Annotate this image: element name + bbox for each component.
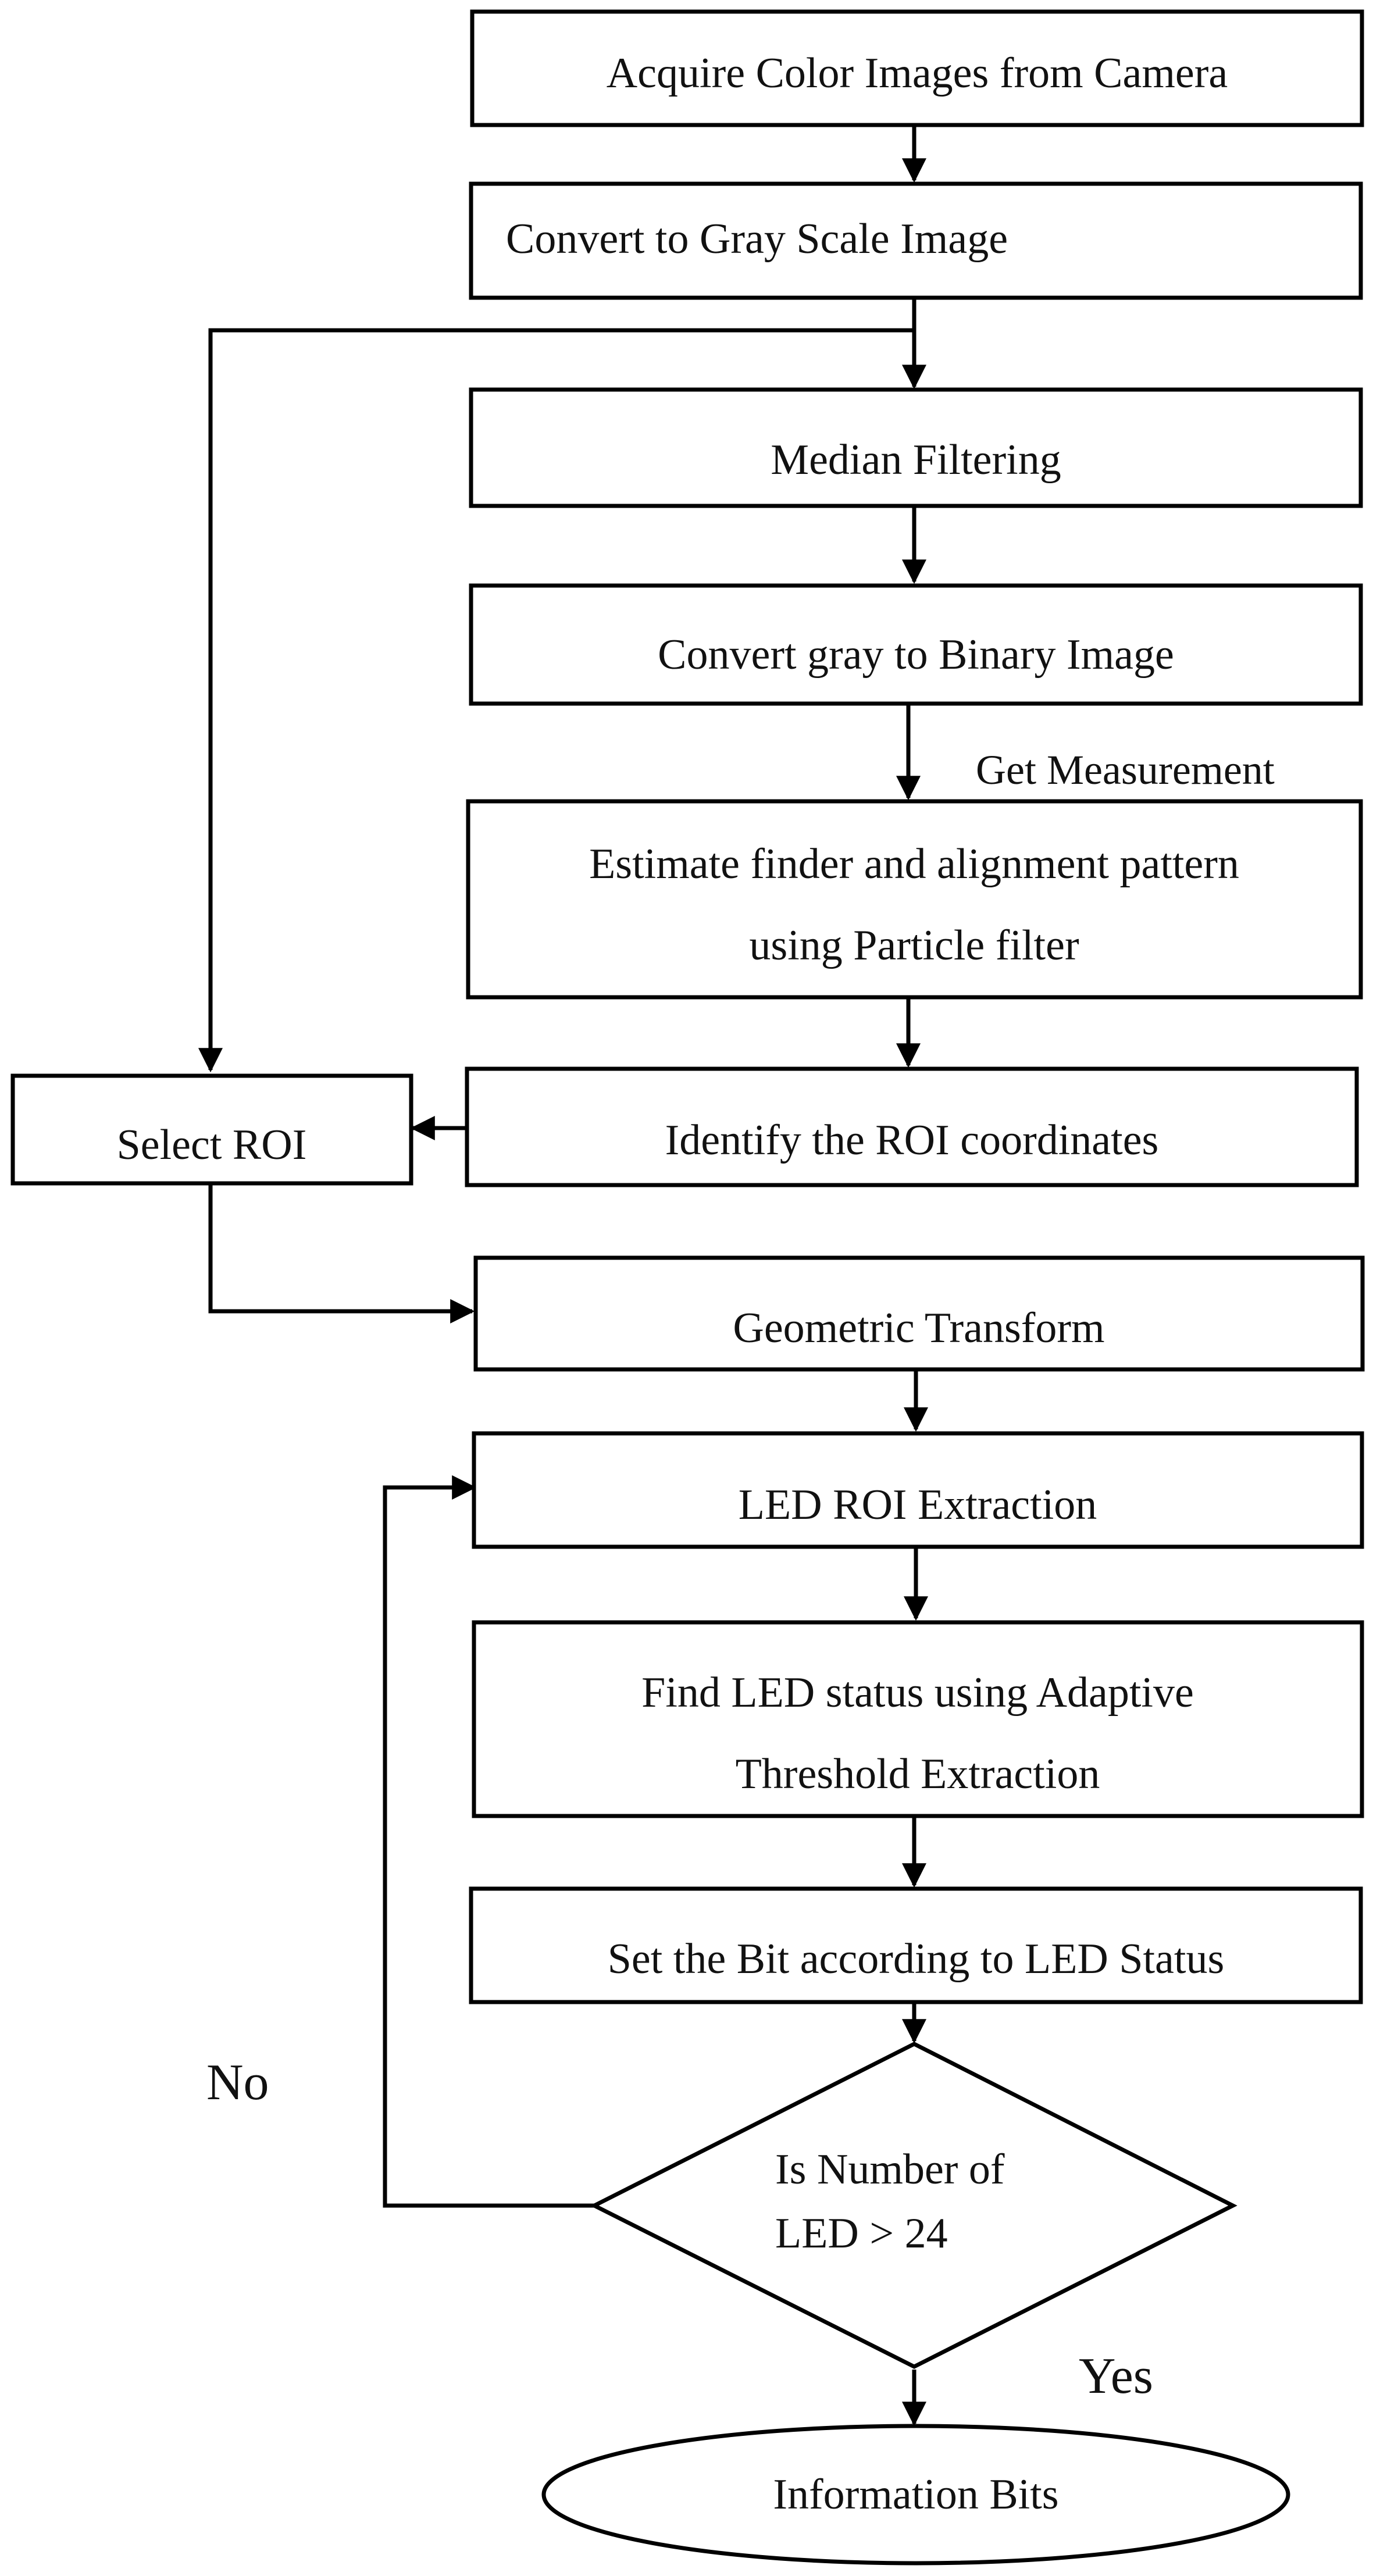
node-acquire-images: Acquire Color Images from Camera	[470, 9, 1364, 127]
node-convert-binary: Convert gray to Binary Image	[469, 583, 1363, 706]
node-decision-text-line-1: Is Number of	[775, 2146, 1005, 2193]
node-acquire-images-text: Acquire Color Images from Camera	[607, 49, 1228, 97]
node-identify-roi: Identify the ROI coordinates	[465, 1066, 1359, 1187]
node-decision-text: Is Number of LED > 24	[775, 2146, 1005, 2257]
node-decision: Is Number of LED > 24	[590, 2042, 1238, 2369]
node-acquire-images-text-line-1: Acquire Color Images from Camera	[607, 49, 1228, 97]
node-information-bits-text-line-1: Information Bits	[773, 2471, 1058, 2518]
no-label: No	[206, 2054, 269, 2111]
node-identify-roi-text-line-1: Identify the ROI coordinates	[665, 1116, 1159, 1164]
node-median-filtering-text-line-1: Median Filtering	[771, 436, 1061, 484]
node-convert-binary-text-line-1: Convert gray to Binary Image	[658, 631, 1174, 679]
node-select-roi: Select ROI	[10, 1073, 413, 1186]
node-geometric-transform-text: Geometric Transform	[733, 1304, 1104, 1352]
node-convert-binary-text: Convert gray to Binary Image	[658, 631, 1174, 679]
get-measurement-label: Get Measurement	[976, 747, 1275, 793]
node-estimate-pattern-text-line-1: Estimate finder and alignment pattern	[589, 840, 1239, 888]
node-estimate-pattern: Estimate finder and alignment pattern usi…	[466, 799, 1363, 1000]
node-median-filtering: Median Filtering	[469, 387, 1363, 508]
node-convert-gray-text-line-1: Convert to Gray Scale Image	[506, 215, 1008, 263]
node-led-roi-extraction-text-line-1: LED ROI Extraction	[739, 1481, 1097, 1529]
arrow-decision-no-loop	[383, 1475, 594, 2208]
node-decision-text-line-2: LED > 24	[775, 2210, 948, 2257]
node-convert-gray-text: Convert to Gray Scale Image	[506, 215, 1008, 263]
node-set-bit: Set the Bit according to LED Status	[469, 1886, 1363, 2004]
node-median-filtering-text: Median Filtering	[771, 436, 1061, 484]
node-identify-roi-text: Identify the ROI coordinates	[665, 1116, 1159, 1164]
node-led-roi-extraction: LED ROI Extraction	[472, 1431, 1364, 1549]
node-set-bit-text-line-1: Set the Bit according to LED Status	[608, 1935, 1225, 1983]
node-set-bit-text: Set the Bit according to LED Status	[608, 1935, 1225, 1983]
arrow-gray-to-select-roi	[198, 328, 914, 1073]
node-information-bits-text: Information Bits	[773, 2471, 1058, 2518]
node-select-roi-text-line-1: Select ROI	[117, 1121, 307, 1169]
node-led-status-text-line-1: Find LED status using Adaptive	[641, 1669, 1194, 1717]
node-led-status-text-line-2: Threshold Extraction	[736, 1750, 1100, 1798]
node-convert-gray: Convert to Gray Scale Image	[469, 181, 1363, 300]
node-geometric-transform-text-line-1: Geometric Transform	[733, 1304, 1104, 1352]
yes-label: Yes	[1079, 2348, 1153, 2404]
connectors	[198, 125, 928, 2427]
node-estimate-pattern-text: Estimate finder and alignment pattern usi…	[589, 840, 1239, 969]
node-select-roi-text: Select ROI	[117, 1121, 307, 1169]
node-led-roi-extraction-text: LED ROI Extraction	[739, 1481, 1097, 1529]
arrow-select-roi-to-geometric	[208, 1183, 475, 1323]
node-information-bits: Information Bits	[541, 2424, 1290, 2566]
node-geometric-transform: Geometric Transform	[473, 1255, 1365, 1372]
node-estimate-pattern-text-line-2: using Particle filter	[749, 922, 1079, 969]
